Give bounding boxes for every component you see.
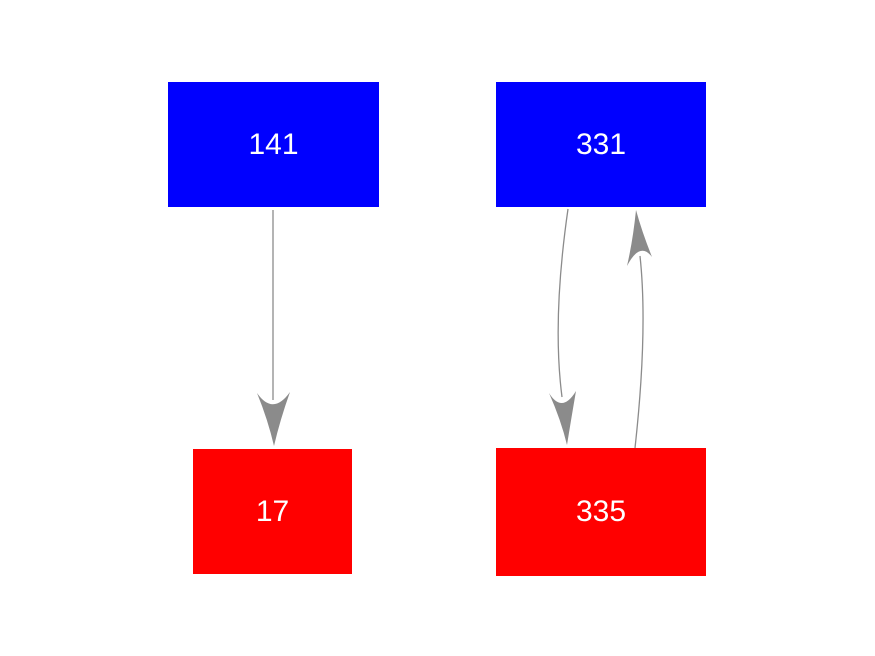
node-141: 141 [168, 82, 379, 207]
node-331-label: 331 [575, 127, 627, 161]
node-17: 17 [193, 449, 352, 574]
node-331: 331 [496, 82, 706, 207]
node-335-label: 335 [575, 495, 627, 528]
node-335: 335 [496, 448, 706, 576]
arrowhead-up-icon [627, 210, 652, 266]
edge-141-to-17 [257, 210, 290, 446]
edge-331-to-335 [549, 208, 576, 445]
edge-335-to-331 [627, 210, 652, 449]
edge-335-to-331-line [634, 255, 644, 449]
edge-331-to-335-line [557, 208, 569, 398]
node-17-label: 17 [255, 494, 290, 528]
arrowhead-down-icon [257, 392, 290, 446]
node-141-label: 141 [248, 127, 299, 161]
arrowhead-down-icon [549, 391, 576, 445]
